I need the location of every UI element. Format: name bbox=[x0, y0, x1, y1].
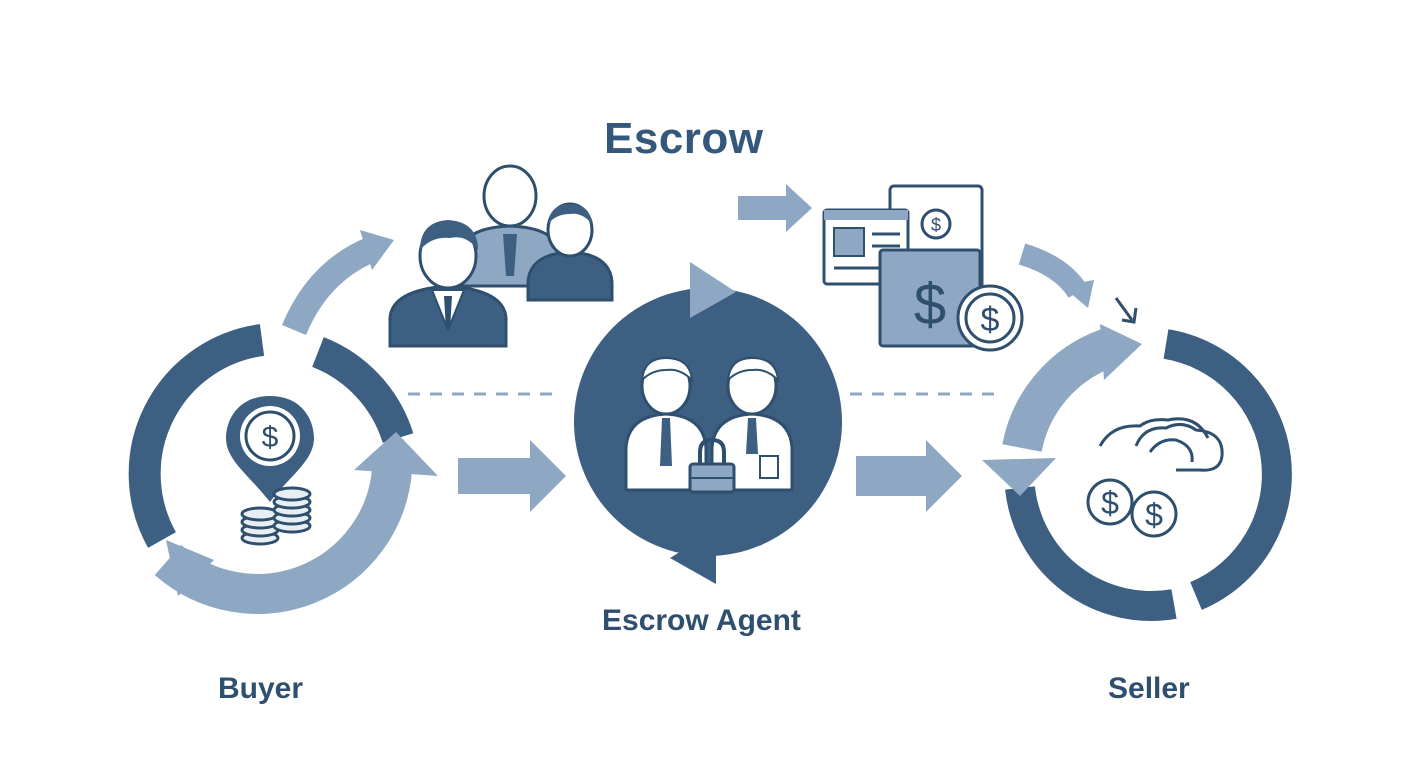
coin-stack-icon bbox=[240, 486, 312, 546]
seller-cycle-ring bbox=[982, 324, 1292, 621]
seller-label: Seller bbox=[1108, 672, 1190, 705]
escrow-agent-label: Escrow Agent bbox=[602, 604, 801, 637]
flow-arrow-icon bbox=[458, 184, 962, 512]
svg-text:$: $ bbox=[262, 421, 279, 454]
svg-text:$: $ bbox=[914, 272, 946, 337]
diagram-title: Escrow bbox=[604, 114, 764, 163]
buyer-label: Buyer bbox=[218, 672, 304, 705]
cloud-money-icon: $ $ bbox=[1086, 417, 1224, 538]
agent-circle bbox=[574, 262, 842, 584]
svg-text:$: $ bbox=[1145, 497, 1163, 533]
svg-text:$: $ bbox=[931, 215, 941, 235]
svg-text:$: $ bbox=[981, 301, 1000, 339]
people-group-icon bbox=[388, 164, 614, 348]
docs-to-seller-arrow bbox=[1018, 243, 1138, 324]
document-money-icon: $ $ $ bbox=[822, 184, 1024, 352]
agents-with-lock-icon bbox=[624, 356, 794, 494]
buyer-cycle-ring bbox=[128, 324, 438, 614]
dollar-pin-icon: $ bbox=[226, 396, 314, 502]
svg-text:$: $ bbox=[1101, 485, 1119, 521]
buyer-to-group-arrow bbox=[281, 230, 394, 336]
